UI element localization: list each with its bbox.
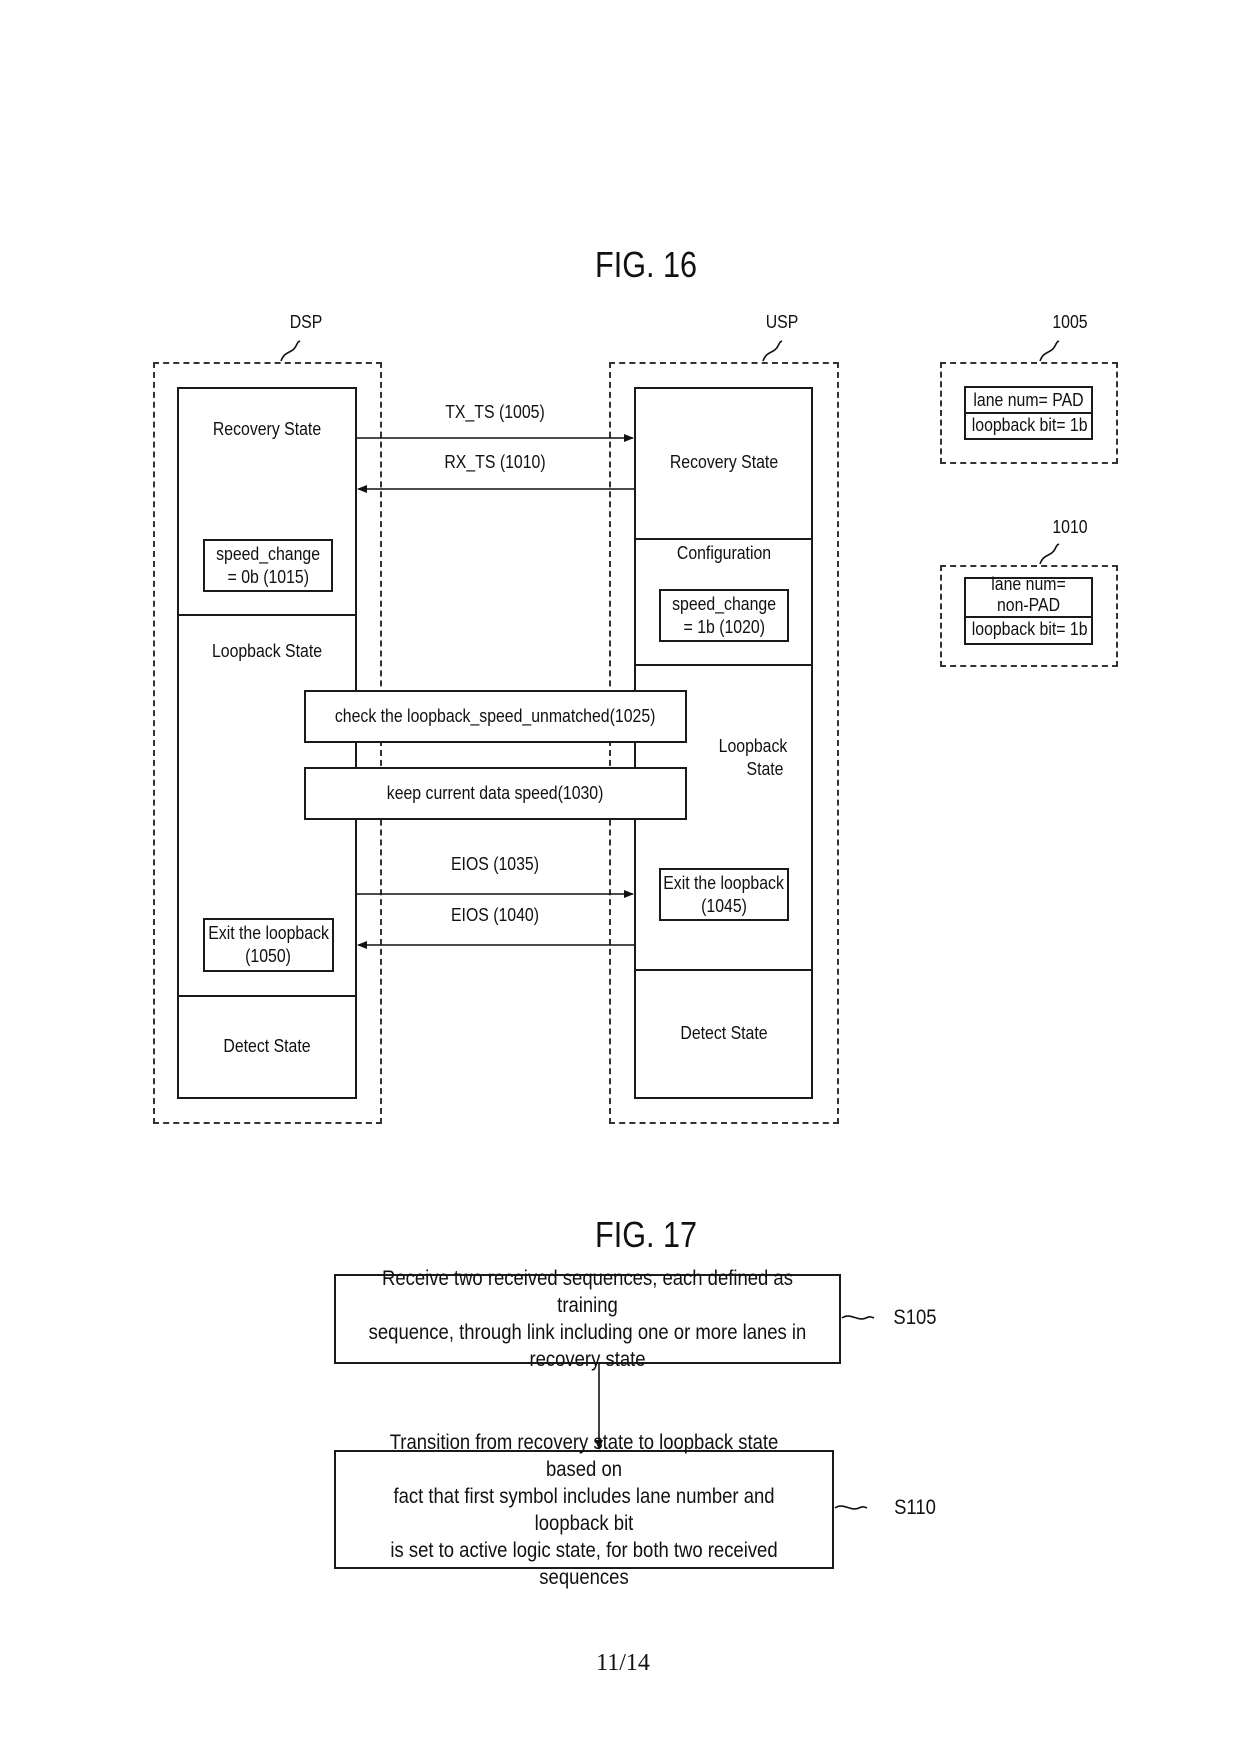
- check-loopback-speed-text: check the loopback_speed_unmatched(1025): [335, 706, 656, 726]
- dsp-speed-change-box: speed_change = 0b (1015): [203, 539, 333, 592]
- usp-exit-line2: (1045): [701, 895, 747, 916]
- dsp-exit-line2: (1050): [245, 946, 292, 966]
- dsp-label: DSP: [289, 312, 323, 332]
- keep-data-speed-box: keep current data speed(1030): [304, 767, 687, 820]
- dsp-speed-change-line2: = 0b (1015): [227, 566, 309, 587]
- usp-state-column: [634, 387, 813, 1099]
- keep-data-speed-text: keep current data speed(1030): [387, 783, 604, 803]
- fig16-title: FIG. 16: [595, 244, 698, 285]
- ts-1005-container: [940, 362, 1118, 464]
- step-id-s105: S105: [893, 1306, 937, 1329]
- fig17-title: FIG. 17: [595, 1214, 698, 1255]
- dsp-divider-recovery-loopback: [177, 614, 357, 616]
- flow-step-s110: Transition from recovery state to loopba…: [334, 1431, 834, 1589]
- dsp-loopback-state-label: Loopback State: [211, 641, 323, 661]
- usp-divider-configuration-loopback: [634, 664, 813, 666]
- flow-step-s110-text: Transition from recovery state to loopba…: [389, 1430, 779, 1589]
- dsp-speed-change-line1: speed_change: [216, 543, 320, 564]
- dsp-exit-line1: Exit the loopback: [208, 923, 329, 943]
- usp-loopback-state-label-line1: Loopback: [718, 736, 788, 756]
- eios-1035-label: EIOS (1035): [450, 854, 540, 874]
- ts-1010-fields: [964, 577, 1093, 645]
- usp-detect-state-label: Detect State: [680, 1023, 768, 1043]
- dsp-state-column: [177, 387, 357, 1099]
- usp-divider-recovery-configuration: [634, 538, 813, 540]
- tx-ts-label: TX_TS (1005): [445, 402, 545, 422]
- ts-1010-ref: 1010: [1052, 517, 1088, 537]
- flow-step-s105: Receive two received sequences, each def…: [334, 1267, 841, 1371]
- step-id-s110: S110: [894, 1496, 936, 1519]
- usp-speed-change-line2: = 1b (1020): [683, 616, 765, 637]
- s110-leader-squiggle: [834, 1505, 868, 1510]
- ts-1010-loopback-bit: loopback bit= 1b: [971, 619, 1088, 639]
- dsp-detect-state-label: Detect State: [223, 1036, 311, 1056]
- usp-loopback-state-label-line2: State: [746, 759, 784, 779]
- page-number: 11/14: [596, 1650, 650, 1676]
- rx-ts-label: RX_TS (1010): [444, 452, 546, 472]
- ts-1010-leader-squiggle: [1039, 543, 1060, 565]
- dsp-divider-loopback-detect: [177, 995, 357, 997]
- ts-1005-leader-squiggle: [1039, 340, 1060, 362]
- dsp-container: [153, 362, 382, 1124]
- dsp-exit-loopback-box: Exit the loopback (1050): [203, 918, 334, 972]
- ts-1010-lane-num: lane num= non-PAD: [991, 574, 1066, 615]
- usp-container: [609, 362, 839, 1124]
- dsp-leader-squiggle: [280, 340, 301, 362]
- usp-leader-squiggle: [762, 340, 783, 362]
- ts-1010-divider: [964, 616, 1093, 618]
- ts-1005-ref: 1005: [1052, 312, 1088, 332]
- eios-1040-label: EIOS (1040): [450, 905, 540, 925]
- flow-step-s105-text: Receive two received sequences, each def…: [368, 1267, 807, 1371]
- usp-recovery-state-label: Recovery State: [669, 452, 779, 472]
- usp-exit-line1: Exit the loopback: [663, 872, 785, 893]
- usp-configuration-label: Configuration: [676, 543, 772, 563]
- ts-1005-loopback-bit: loopback bit= 1b: [971, 415, 1088, 435]
- usp-label: USP: [765, 312, 799, 332]
- ts-1005-lane-num: lane num= PAD: [973, 390, 1084, 410]
- ts-1005-divider: [964, 412, 1093, 414]
- usp-speed-change-box: speed_change = 1b (1020): [659, 589, 789, 642]
- dsp-recovery-state-label: Recovery State: [212, 419, 322, 439]
- ts-1010-container: [940, 565, 1118, 667]
- s105-leader-squiggle: [841, 1315, 875, 1320]
- check-loopback-speed-box: check the loopback_speed_unmatched(1025): [304, 690, 687, 743]
- usp-divider-loopback-detect: [634, 969, 813, 971]
- usp-speed-change-line1: speed_change: [672, 593, 776, 614]
- usp-exit-loopback-box: Exit the loopback (1045): [659, 868, 789, 921]
